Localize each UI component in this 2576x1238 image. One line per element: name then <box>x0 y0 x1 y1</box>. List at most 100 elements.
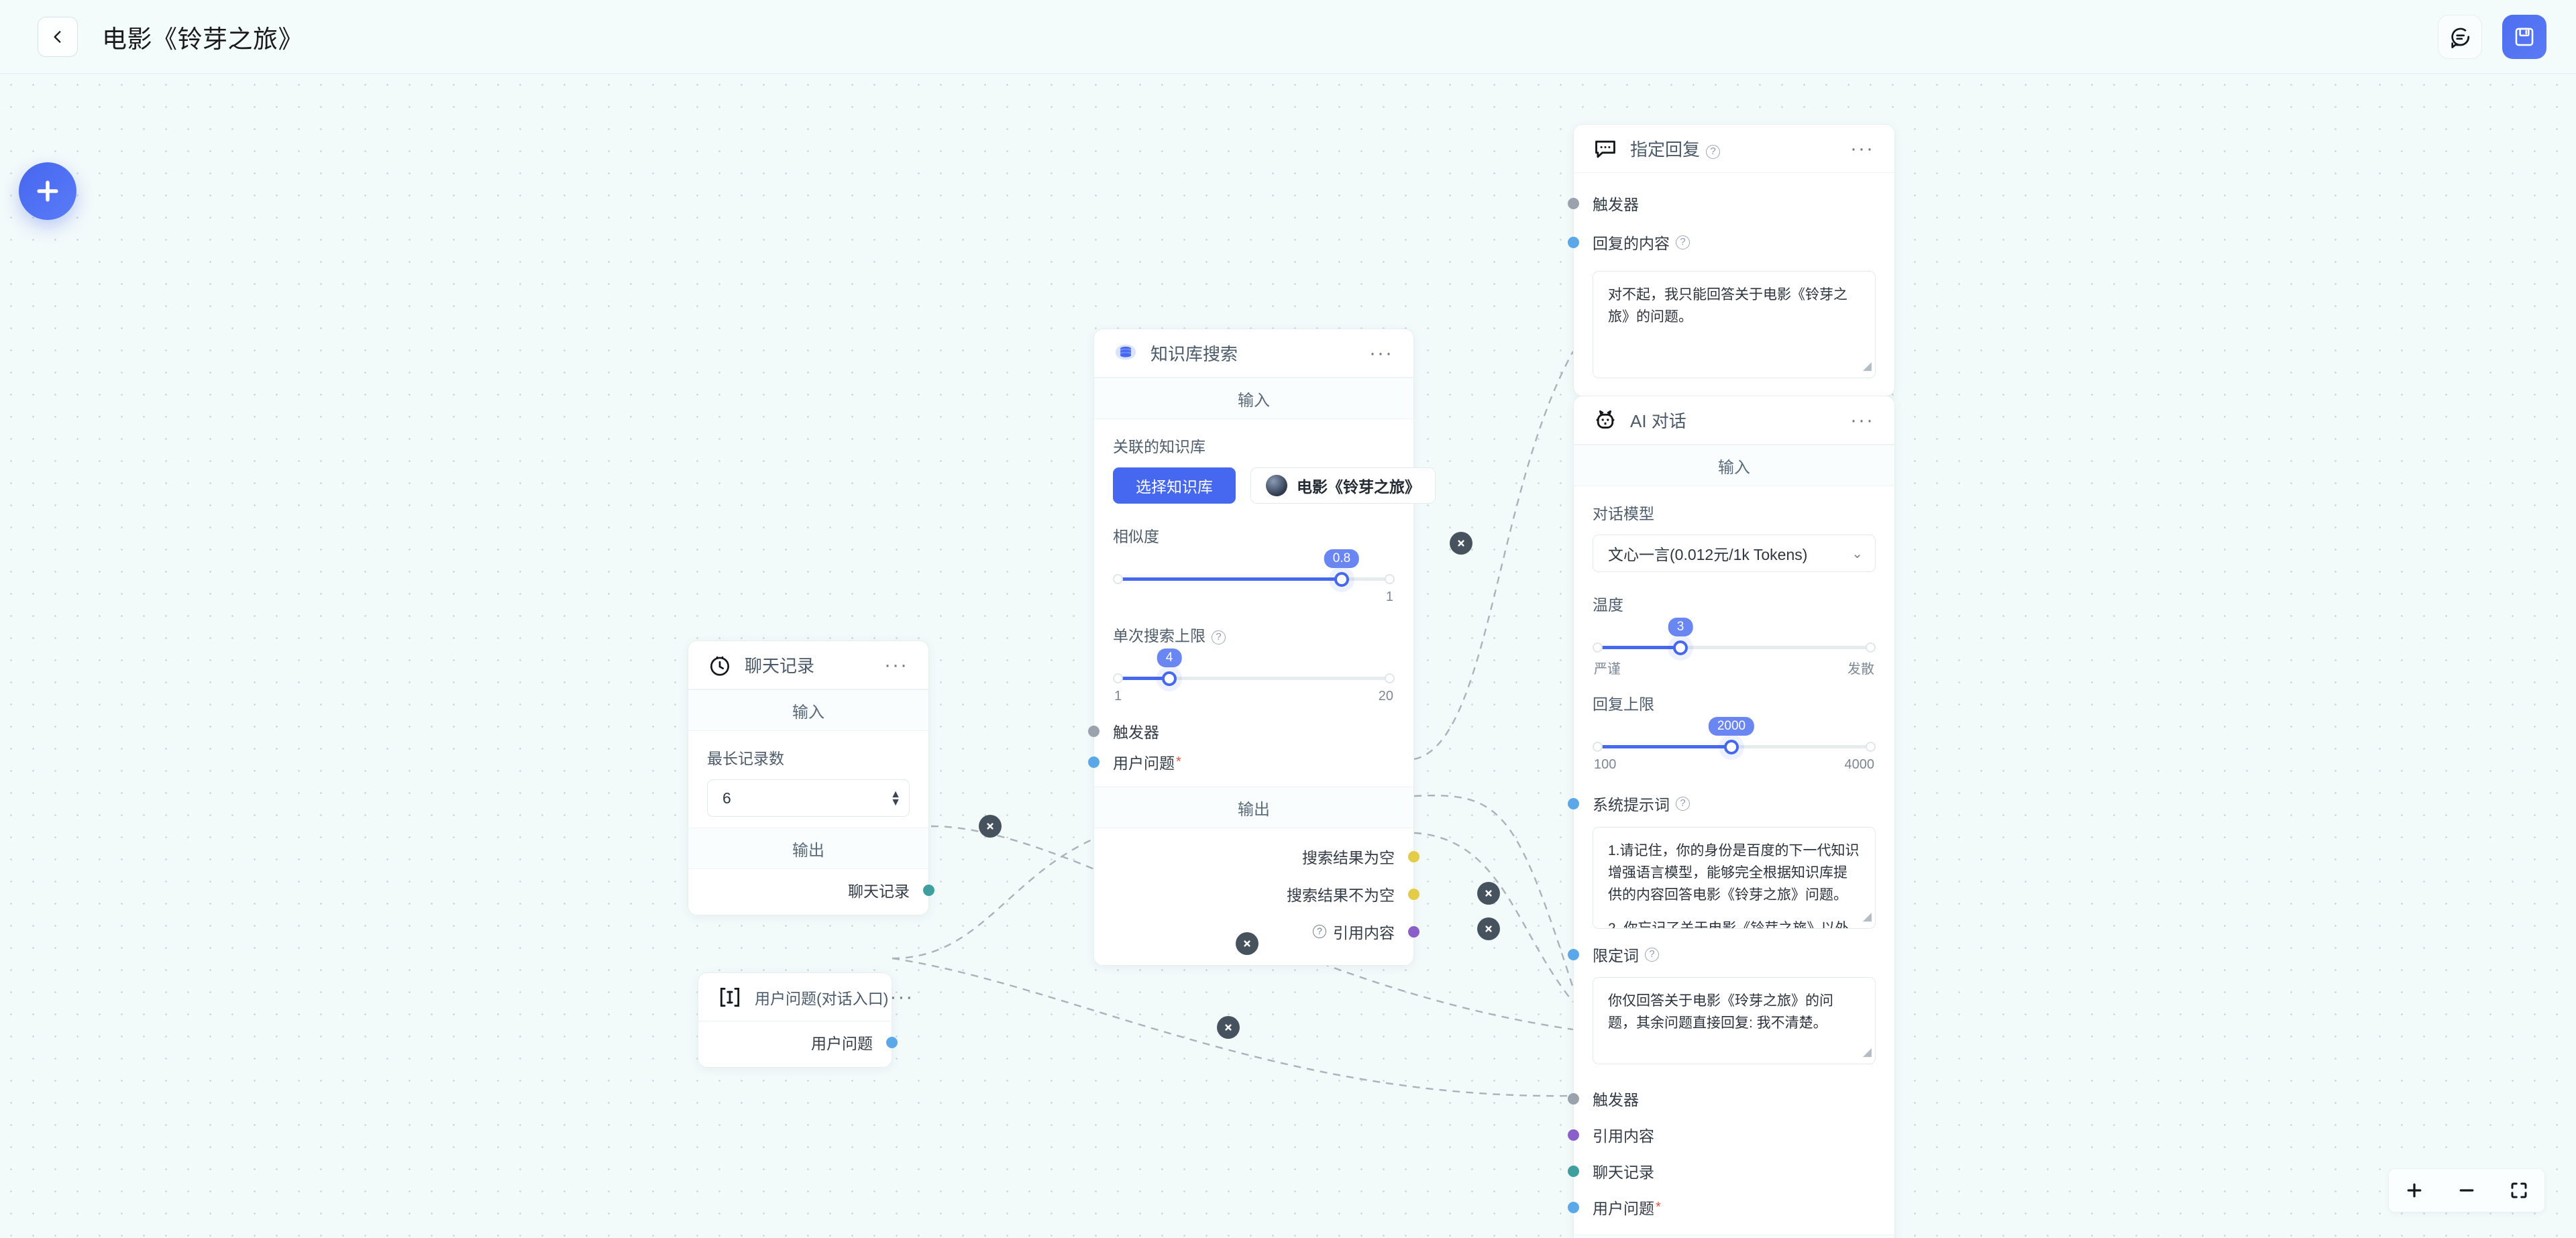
zoom-in-button[interactable] <box>2398 1174 2430 1206</box>
port-user-question-out[interactable]: 用户问题 <box>698 1027 898 1058</box>
temperature-slider[interactable]: 3 严谨 发散 <box>1593 618 1876 677</box>
node-header[interactable]: 用户问题(对话入口) ··· <box>698 973 912 1021</box>
port-dot-limit-word[interactable] <box>1568 948 1579 960</box>
search-limit-value: 4 <box>1157 649 1182 667</box>
fit-view-button[interactable] <box>2503 1174 2535 1206</box>
port-dot-trigger[interactable] <box>1568 197 1579 209</box>
port-dot-chat-history[interactable] <box>1568 1165 1579 1177</box>
edge-delete-button[interactable] <box>1477 882 1500 905</box>
edge-delete-button[interactable] <box>1477 917 1500 940</box>
node-user-question[interactable]: 用户问题(对话入口) ··· 用户问题 <box>698 972 912 1068</box>
edge-delete-button[interactable] <box>1450 532 1472 555</box>
edge-delete-button[interactable] <box>1217 1016 1240 1039</box>
edge-delete-button[interactable] <box>979 815 1002 838</box>
model-select[interactable]: 文心一言(0.012元/1k Tokens) ⌄ <box>1593 534 1876 572</box>
minus-icon <box>2459 1189 2474 1192</box>
back-button[interactable] <box>38 16 78 57</box>
slider-thumb[interactable] <box>1724 740 1739 754</box>
slider-thumb[interactable] <box>1162 671 1177 686</box>
database-cloud-icon <box>1113 341 1138 366</box>
resize-grip-icon[interactable]: ◢ <box>1862 910 1872 923</box>
node-more-button[interactable]: ··· <box>1850 137 1874 160</box>
limit-word-textarea[interactable]: 你仅回答关于电影《玲芽之旅》的问题，其余问题直接回复: 我不清楚。 ◢ <box>1593 977 1876 1064</box>
comment-button[interactable] <box>2438 14 2482 59</box>
node-header[interactable]: AI 对话 ··· <box>1574 396 1894 445</box>
port-dot-user-question[interactable] <box>1568 1201 1579 1213</box>
search-limit-slider[interactable]: 4 1 20 <box>1113 649 1395 705</box>
resize-grip-icon[interactable]: ◢ <box>1862 359 1872 373</box>
help-icon[interactable]: ? <box>1212 630 1226 644</box>
kb-chip[interactable]: 电影《铃芽之旅》 <box>1250 467 1436 504</box>
port-trigger-in[interactable]: 触发器 <box>1568 1080 1894 1117</box>
node-header[interactable]: 聊天记录 ··· <box>688 641 928 689</box>
stepper-up-icon[interactable]: ▲ <box>890 788 901 800</box>
node-fixed-reply[interactable]: 指定回复? ··· 触发器 回复的内容? 对不起，我只能回答关于电影《铃芽之旅》… <box>1568 124 1895 396</box>
reply-content-textarea[interactable]: 对不起，我只能回答关于电影《铃芽之旅》的问题。 ◢ <box>1593 271 1876 378</box>
edge-empty-to-fixed <box>1413 351 1574 761</box>
slider-fill <box>1597 646 1680 649</box>
similarity-slider[interactable]: 0.8 1 <box>1113 549 1395 606</box>
port-trigger-in[interactable]: 触发器 <box>1568 184 1894 223</box>
node-chat-history[interactable]: 聊天记录 ··· 输入 最长记录数 6 ▲ ▼ 输出 聊天记录 <box>688 640 934 915</box>
port-dot-quote[interactable] <box>1408 925 1419 938</box>
stepper-arrows[interactable]: ▲ ▼ <box>890 788 901 808</box>
slider-end-cap <box>1866 742 1876 752</box>
add-node-button[interactable] <box>19 162 76 220</box>
save-button[interactable] <box>2502 14 2546 59</box>
system-prompt-textarea[interactable]: 1.请记住，你的身份是百度的下一代知识增强语言模型，能够完全根据知识库提供的内容… <box>1593 827 1876 929</box>
port-empty-result-out[interactable]: 搜索结果为空 <box>1094 838 1419 875</box>
help-icon[interactable]: ? <box>1676 796 1690 811</box>
node-more-button[interactable]: ··· <box>1850 408 1874 431</box>
port-label: 引用内容 <box>1593 1127 1654 1145</box>
kb-label: 关联的知识库 <box>1113 438 1205 455</box>
stepper-down-icon[interactable]: ▼ <box>890 796 901 808</box>
port-label: 回复的内容 <box>1593 235 1670 252</box>
port-trigger-in[interactable]: 触发器 <box>1088 716 1413 746</box>
max-records-stepper[interactable]: 6 ▲ ▼ <box>707 779 910 817</box>
max-reply-slider[interactable]: 2000 100 4000 <box>1593 717 1876 773</box>
port-dot-trigger[interactable] <box>1568 1092 1579 1105</box>
slider-thumb[interactable] <box>1334 572 1349 587</box>
port-limit-word-in[interactable]: 限定词? <box>1568 937 1894 972</box>
kb-avatar <box>1266 475 1287 496</box>
port-dot-user-question[interactable] <box>886 1036 898 1048</box>
port-dot-chat-history[interactable] <box>923 884 934 896</box>
port-dot-reply-content[interactable] <box>1568 236 1579 248</box>
node-more-button[interactable]: ··· <box>884 653 908 676</box>
resize-grip-icon[interactable]: ◢ <box>1862 1046 1872 1059</box>
output-ports: 用户问题 <box>698 1021 898 1067</box>
port-reply-content-in[interactable]: 回复的内容? <box>1568 223 1894 262</box>
port-dot-user-question[interactable] <box>1088 756 1099 768</box>
port-dot-empty-result[interactable] <box>1408 850 1419 862</box>
port-dot-system-prompt[interactable] <box>1568 797 1579 809</box>
node-header[interactable]: 指定回复? ··· <box>1574 125 1894 173</box>
port-quote-in[interactable]: 引用内容 <box>1568 1117 1894 1153</box>
node-more-button[interactable]: ··· <box>1369 341 1393 364</box>
help-icon[interactable]: ? <box>1313 925 1326 938</box>
port-chat-history-in[interactable]: 聊天记录 <box>1568 1153 1894 1189</box>
port-quote-out[interactable]: ? 引用内容 <box>1094 913 1419 950</box>
workflow-canvas[interactable]: 聊天记录 ··· 输入 最长记录数 6 ▲ ▼ 输出 聊天记录 <box>0 74 2576 1238</box>
node-header[interactable]: 知识库搜索 ··· <box>1094 329 1413 378</box>
help-icon[interactable]: ? <box>1676 235 1690 249</box>
port-label: 聊天记录 <box>1593 1164 1654 1181</box>
help-icon[interactable]: ? <box>1645 947 1659 962</box>
node-kb-search[interactable]: 知识库搜索 ··· 输入 关联的知识库 选择知识库 电影《铃芽之旅》 相似度 0… <box>1088 329 1436 966</box>
help-icon[interactable]: ? <box>1706 145 1721 159</box>
slider-thumb[interactable] <box>1673 640 1688 655</box>
zoom-controls <box>2388 1168 2545 1213</box>
port-chat-history-out[interactable]: 聊天记录 <box>688 875 934 905</box>
port-user-question-in[interactable]: 用户问题* <box>1088 746 1413 777</box>
port-label: 引用内容 <box>1333 924 1395 942</box>
node-more-button[interactable]: ··· <box>890 985 914 1008</box>
port-user-question-in[interactable]: 用户问题* <box>1568 1189 1894 1225</box>
edge-delete-button[interactable] <box>1236 932 1258 955</box>
node-ai-chat[interactable]: AI 对话 ··· 输入 对话模型 文心一言(0.012元/1k Tokens)… <box>1568 396 1895 1238</box>
zoom-out-button[interactable] <box>2451 1174 2483 1206</box>
port-dot-quote[interactable] <box>1568 1129 1579 1141</box>
port-not-empty-result-out[interactable]: 搜索结果不为空 <box>1094 875 1419 913</box>
port-dot-trigger[interactable] <box>1088 725 1099 737</box>
port-dot-not-empty-result[interactable] <box>1408 888 1419 900</box>
select-kb-button[interactable]: 选择知识库 <box>1113 467 1236 504</box>
port-system-prompt-in[interactable]: 系统提示词? <box>1568 787 1894 820</box>
